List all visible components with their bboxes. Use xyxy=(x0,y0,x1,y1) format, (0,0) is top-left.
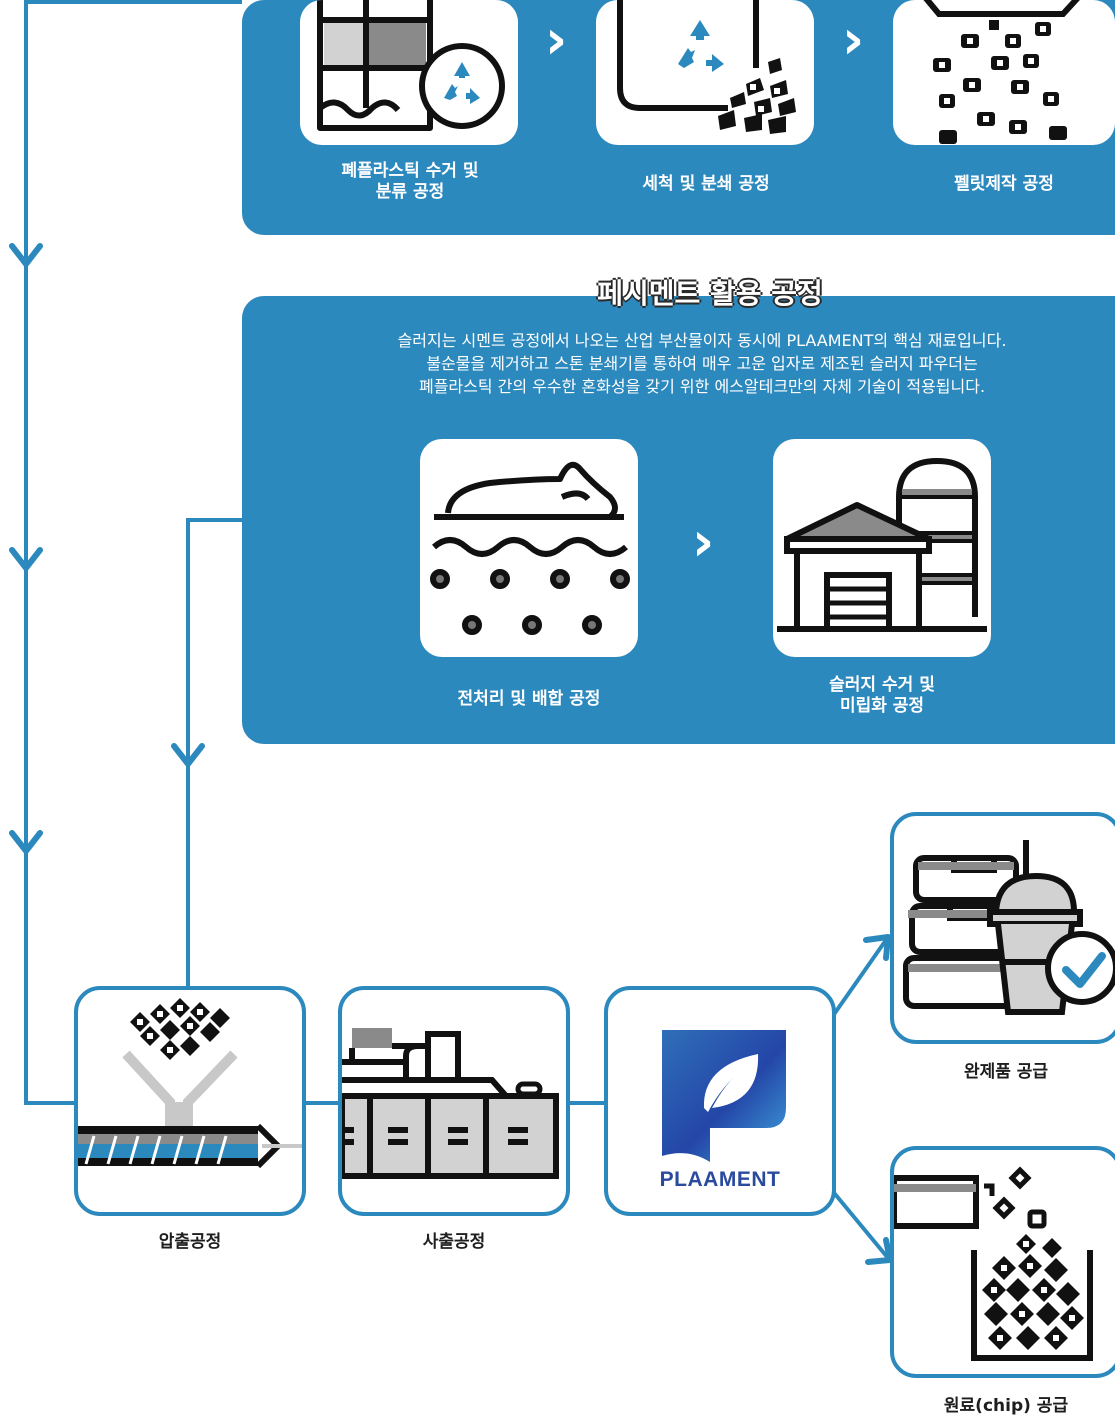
collection-label: 폐플라스틱 수거 및 분류 공정 xyxy=(290,161,530,203)
cement-flow-line xyxy=(186,518,242,990)
raw-chip-label: 원료(chip) 공급 xyxy=(943,1396,1069,1416)
collection-card xyxy=(300,0,518,145)
sludge-pretreatment-icon xyxy=(430,461,630,635)
description-line: 폐플라스틱 간의 우수한 혼화성을 갖기 위한 에스알테크만의 자체 기술이 적… xyxy=(418,377,986,396)
finished-product-label: 완제품 공급 xyxy=(963,1062,1049,1082)
chevron-right-icon: › xyxy=(842,8,865,71)
plaament-logo-icon xyxy=(662,1030,786,1162)
description-line: 불순물을 제거하고 스톤 분쇄기를 통하여 매우 고운 입자로 제조된 슬러지 … xyxy=(426,354,978,373)
washing-card xyxy=(596,0,814,145)
extrusion-card xyxy=(74,986,306,1216)
main-flow-line xyxy=(24,0,242,1105)
down-arrow-2 xyxy=(9,547,43,571)
recycle-bag-crushed-icon xyxy=(617,0,796,134)
pretreatment-label: 전처리 및 배합 공정 xyxy=(457,689,601,709)
chevron-right-icon: › xyxy=(545,8,568,71)
plastic-bottle-recycle-icon xyxy=(317,0,505,131)
plaament-logo-text: PLAAMENT xyxy=(659,1168,781,1191)
cement-section-title: 페시멘트 활용 공정 xyxy=(597,277,823,310)
washing-label: 세척 및 분쇄 공정 xyxy=(642,174,770,194)
branch-to-finished xyxy=(828,938,888,1022)
pellet-label: 펠릿제작 공정 xyxy=(954,174,1054,194)
chevron-right-icon: › xyxy=(692,510,715,573)
injection-label: 사출공정 xyxy=(422,1232,486,1252)
extrusion-label: 압출공정 xyxy=(158,1232,222,1252)
pretreatment-card xyxy=(420,439,638,657)
pellet-card xyxy=(893,0,1115,145)
factory-silo-icon xyxy=(777,457,987,632)
silo-label-line2: 미립화 공정 xyxy=(839,696,925,716)
containers-check-icon xyxy=(903,840,1115,1015)
down-arrow-3 xyxy=(9,830,43,854)
arrowhead-finished xyxy=(863,934,891,961)
down-arrow-4 xyxy=(171,743,205,767)
cement-section-description: 슬러지는 시멘트 공정에서 나오는 산업 부산물이자 동시에 PLAAMENT의… xyxy=(262,329,1115,398)
arrowhead-chip xyxy=(865,1237,893,1265)
injection-card xyxy=(338,986,570,1216)
description-line: 슬러지는 시멘트 공정에서 나오는 산업 부산물이자 동시에 PLAAMENT의… xyxy=(397,331,1007,350)
silo-card xyxy=(773,439,991,657)
chips-bin-icon xyxy=(894,1166,1093,1361)
branch-to-chip xyxy=(828,1186,890,1260)
silo-label: 슬러지 수거 및 미립화 공정 xyxy=(762,675,1002,717)
pellets-icon xyxy=(923,0,1080,144)
plaament-brand-card[interactable]: PLAAMENT xyxy=(604,986,836,1216)
finished-product-card[interactable] xyxy=(890,812,1115,1044)
down-arrow-1 xyxy=(9,243,43,267)
injection-machine-icon xyxy=(342,1028,559,1179)
raw-chip-card[interactable] xyxy=(890,1146,1115,1378)
collection-label-line2: 분류 공정 xyxy=(375,182,445,202)
collection-label-line1: 폐플라스틱 수거 및 xyxy=(341,161,479,181)
extruder-icon xyxy=(78,998,302,1169)
silo-label-line1: 슬러지 수거 및 xyxy=(829,675,935,695)
